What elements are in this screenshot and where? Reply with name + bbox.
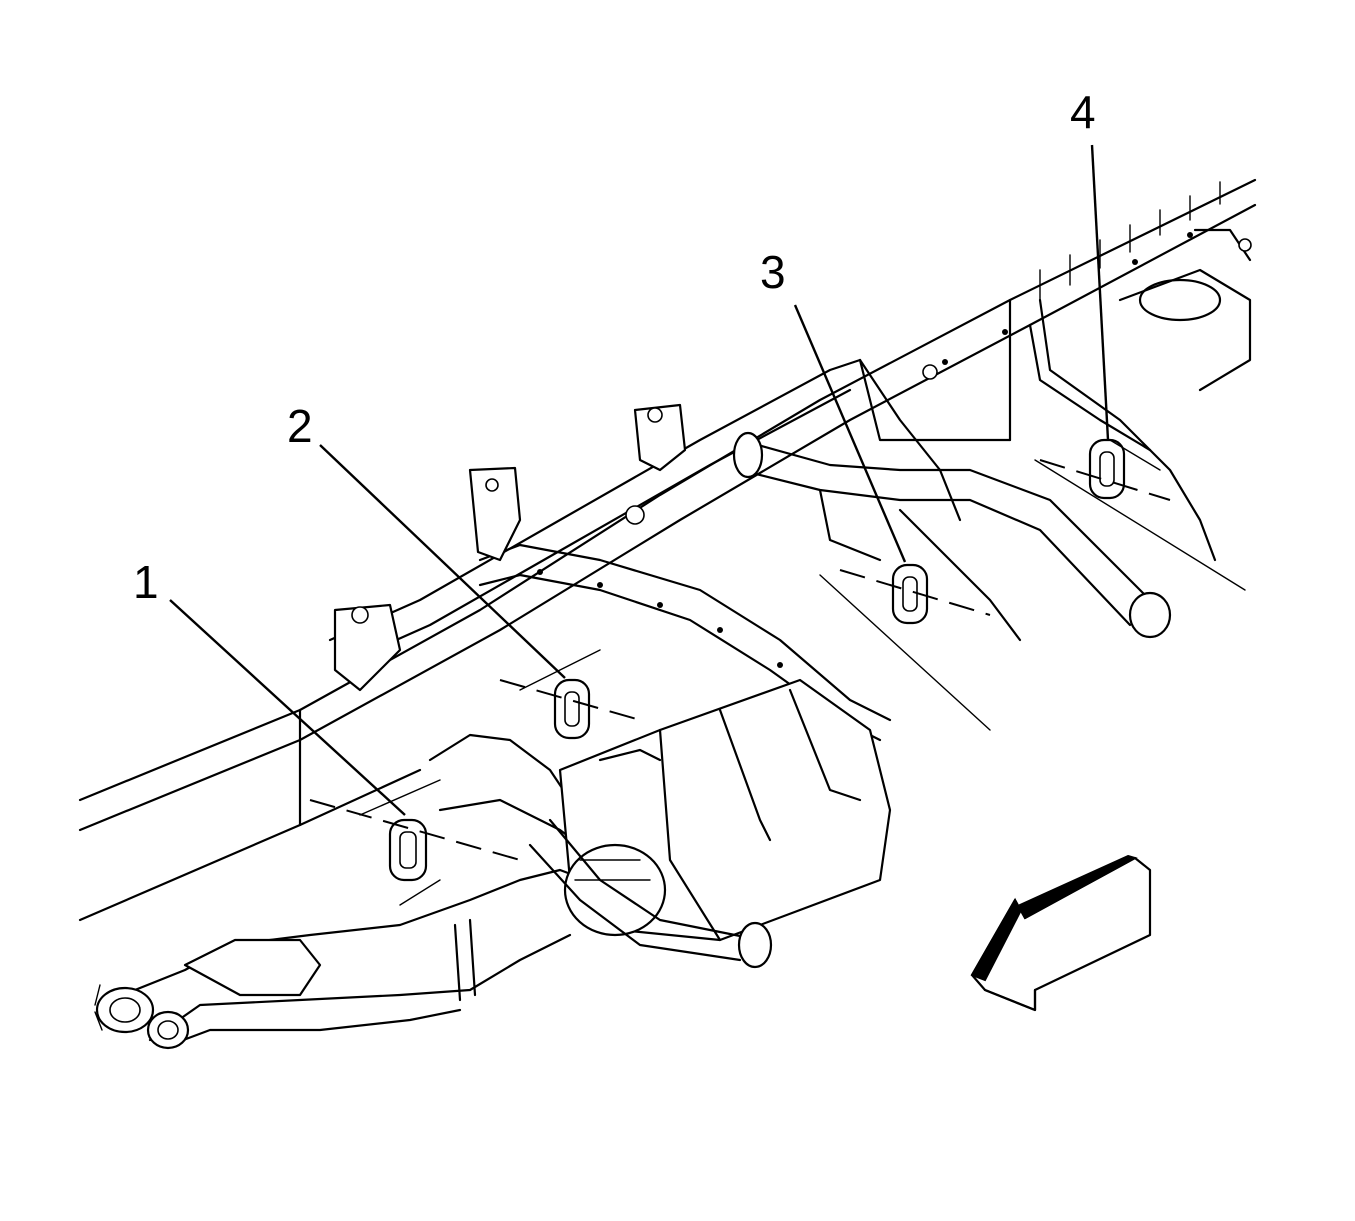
- callout-1-label: 1: [133, 556, 159, 608]
- front-exhaust-pipes: [94, 733, 632, 1050]
- callout-2-label: 2: [287, 400, 313, 452]
- frame-right-rail: [328, 298, 1152, 667]
- spring-hanger-brackets: [333, 403, 687, 692]
- muffler-assembly: [558, 678, 892, 942]
- callout-3-leader: [793, 304, 907, 563]
- frame-crossmember: [478, 358, 962, 742]
- callout-1-leader: [169, 599, 406, 816]
- callout-2-leader: [319, 444, 566, 679]
- hanger-2: [499, 649, 641, 740]
- front-direction-arrow-icon: [970, 854, 1152, 1012]
- callout-3-label: 3: [760, 246, 786, 298]
- callout-4-label: 4: [1070, 86, 1096, 138]
- rear-axle-area: [922, 228, 1252, 562]
- hanger-3: [819, 563, 991, 731]
- hanger-1: [309, 779, 521, 906]
- intermediate-pipe: [528, 431, 1172, 969]
- callout-4-leader: [1090, 144, 1110, 441]
